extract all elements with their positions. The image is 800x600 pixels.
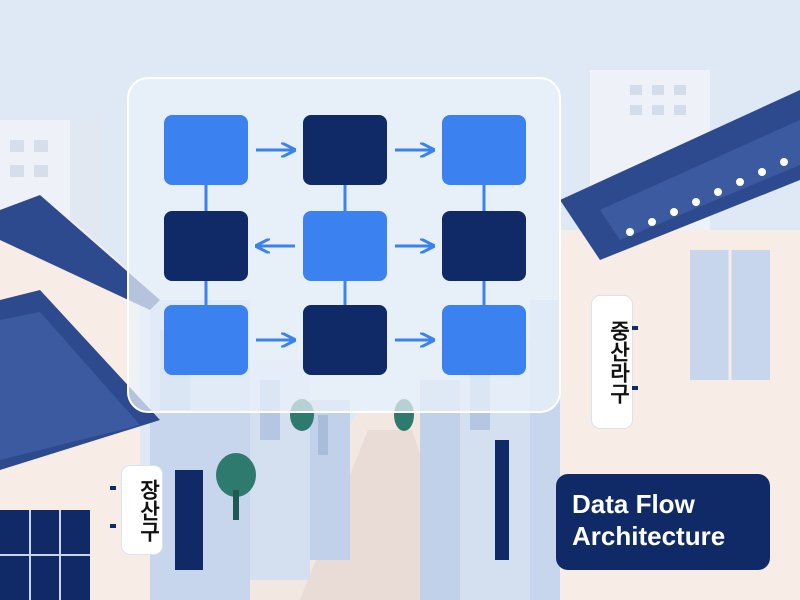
sign-bracket: [110, 486, 116, 490]
flow-node-dark: [303, 305, 387, 375]
left-hanok: [0, 195, 203, 600]
diagram-links: [204, 185, 486, 305]
diagram-nodes: [164, 115, 526, 375]
flow-node-dark: [164, 211, 248, 281]
street-sign-right: 중산라구: [592, 296, 632, 428]
street-sign-right-text: 중산라구: [607, 320, 631, 404]
diagram-arrows: [256, 150, 432, 340]
sign-bracket: [632, 386, 638, 390]
flow-node-light: [442, 305, 526, 375]
street-sign-left: 장산구: [122, 466, 162, 554]
title-line-1: Data Flow: [572, 489, 695, 519]
street-sign-left-text: 장산구: [137, 478, 161, 542]
flow-node-light: [164, 115, 248, 185]
flow-node-dark: [303, 115, 387, 185]
sign-bracket: [632, 326, 638, 330]
diagram-title-label: Data Flow Architecture: [556, 474, 770, 570]
flow-node-dark: [442, 211, 526, 281]
sign-bracket: [110, 524, 116, 528]
flow-node-light: [164, 305, 248, 375]
flow-node-light: [303, 211, 387, 281]
flow-node-light: [442, 115, 526, 185]
title-line-2: Architecture: [572, 521, 726, 551]
